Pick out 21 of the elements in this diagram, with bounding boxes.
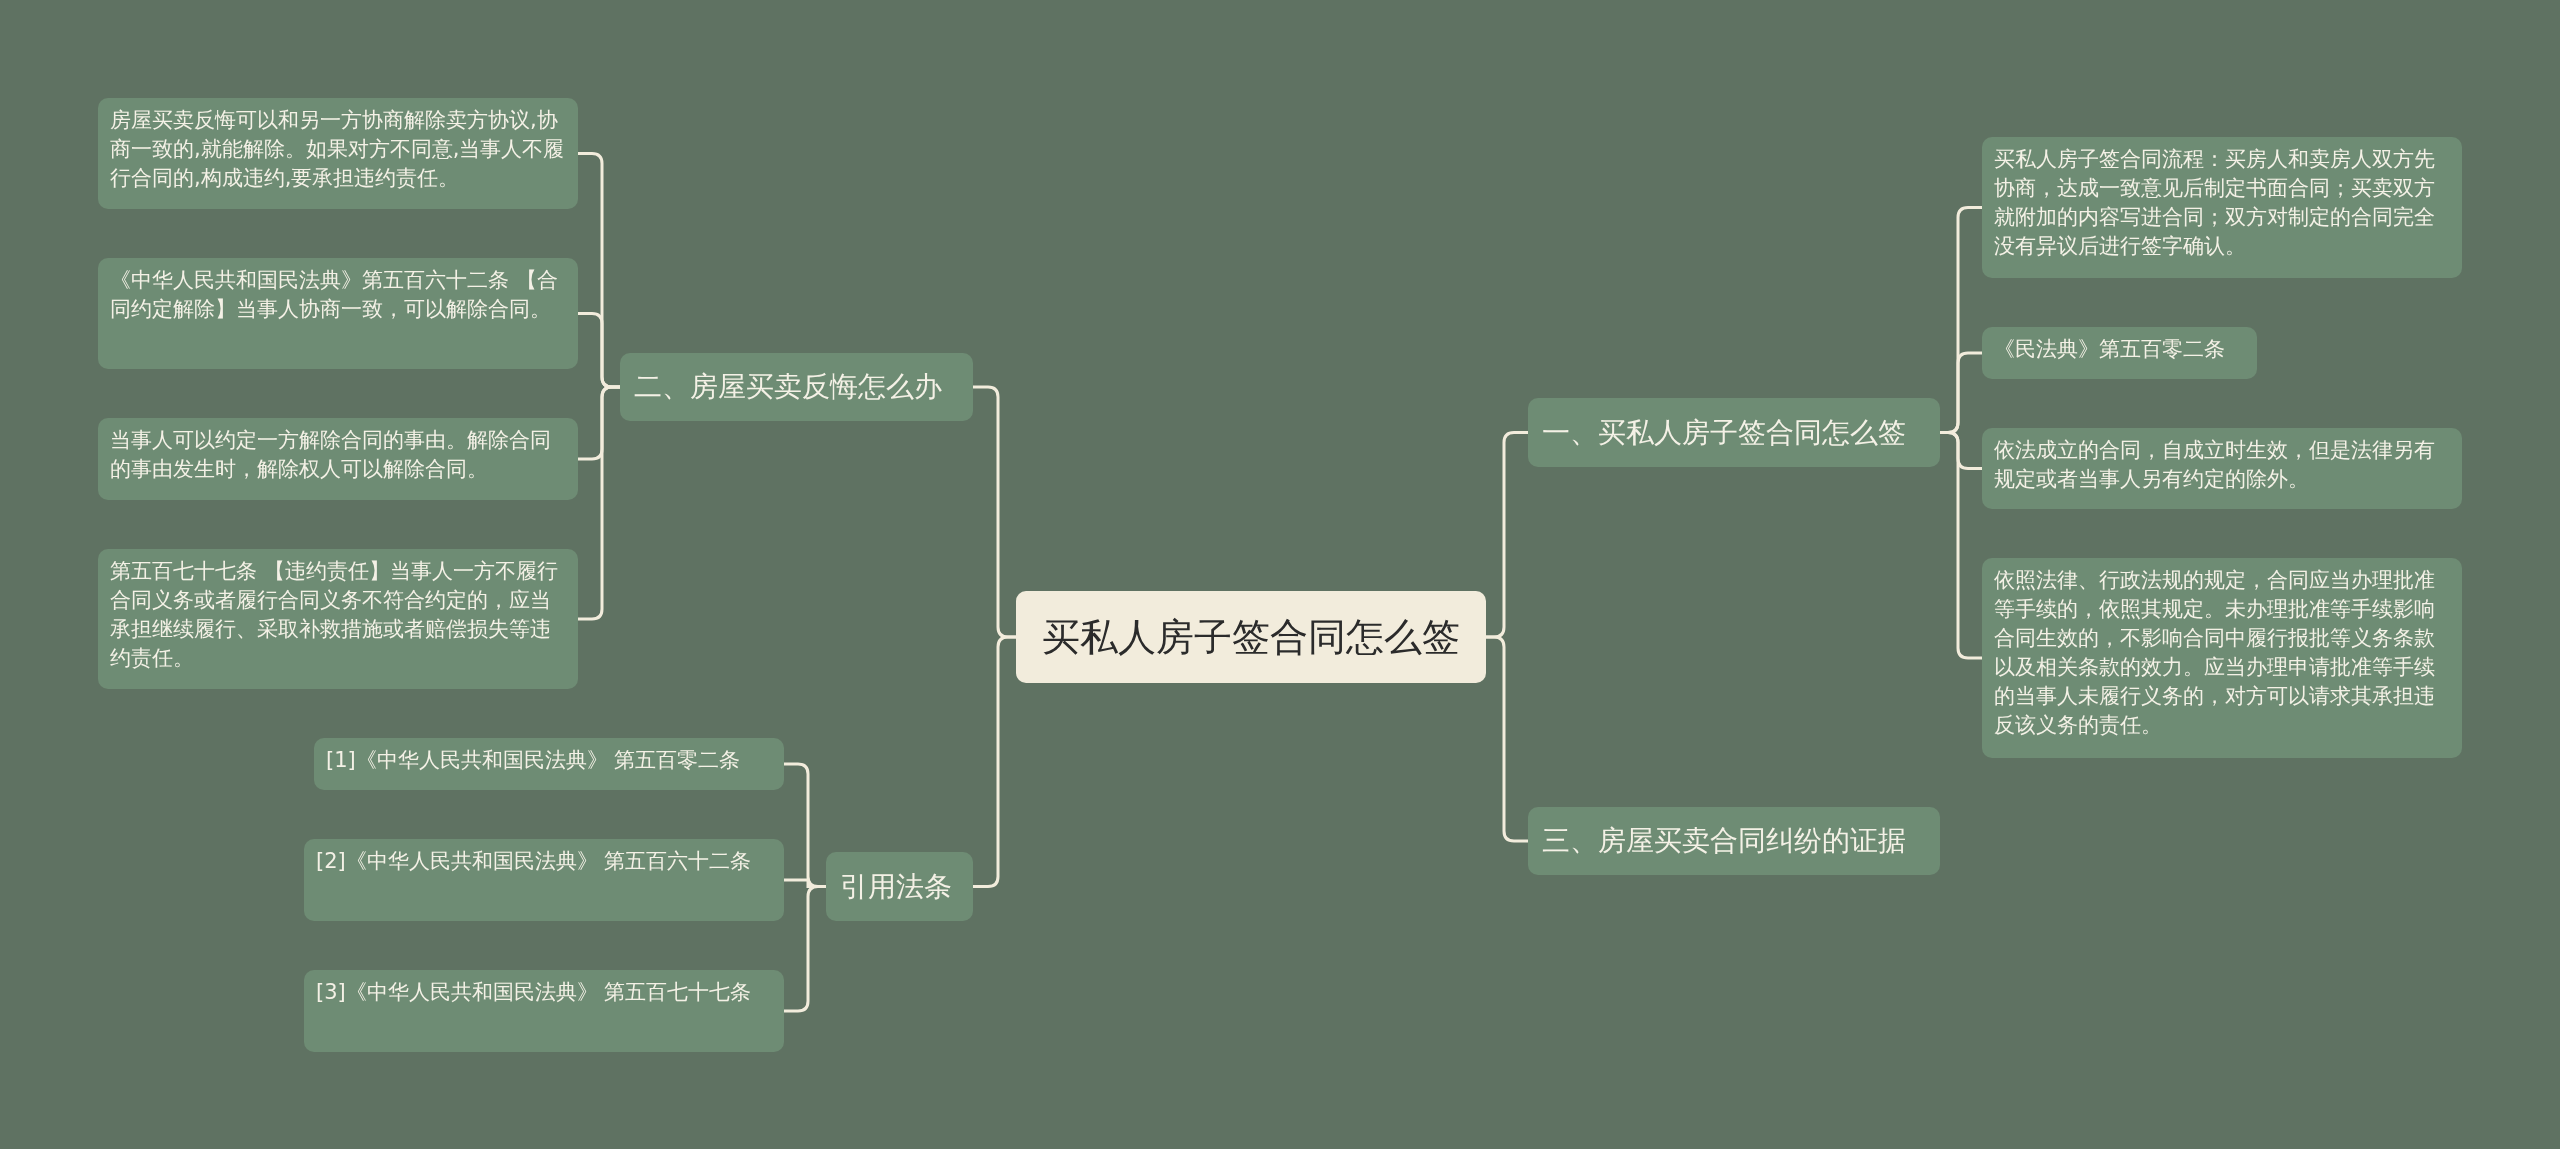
connector-line bbox=[1940, 431, 1982, 660]
leaf-topic-card: 第五百七十七条 【违约责任】当事人一方不履行合同义务或者履行合同义务不符合约定的，应当承担继续履行、采取补救措施或者赔偿损失等违约责任。 bbox=[98, 549, 578, 689]
leaf-topic-card: [1]《中华人民共和国民法典》 第五百零二条 bbox=[314, 738, 784, 790]
leaf-topic-card: 依照法律、行政法规的规定，合同应当办理批准等手续的，依照其规定。未办理批准等手续影响合同生效的，不影响合同中履行报批等义务条款以及相关条款的效力。应当办理申请批准等手续的当事人未履行义务的，对方可以请求其承担违反该义务的责任。 bbox=[1982, 558, 2462, 758]
leaf-topic-card: 房屋买卖反悔可以和另一方协商解除卖方协议,协商一致的,就能解除。如果对方不同意,当事人不履行合同的,构成违约,要承担违约责任。 bbox=[98, 98, 578, 209]
connector-line bbox=[784, 885, 826, 1013]
leaf-topic-card: 买私人房子签合同流程：买房人和卖房人双方先协商，达成一致意见后制定书面合同；买卖双方就附加的内容写进合同；双方对制定的合同完全没有异议后进行签字确认。 bbox=[1982, 137, 2462, 278]
leaf-topic-card: [2]《中华人民共和国民法典》 第五百六十二条 bbox=[304, 839, 784, 921]
leaf-topic-card: 《民法典》第五百零二条 bbox=[1982, 327, 2257, 379]
leaf-topic-card: 依法成立的合同，自成立时生效，但是法律另有规定或者当事人另有约定的除外。 bbox=[1982, 428, 2462, 509]
leaf-topic-card: [3]《中华人民共和国民法典》 第五百七十七条 bbox=[304, 970, 784, 1052]
connector-line bbox=[973, 635, 1016, 888]
connector-line bbox=[1486, 635, 1528, 843]
leaf-topic-card: 当事人可以约定一方解除合同的事由。解除合同的事由发生时，解除权人可以解除合同。 bbox=[98, 418, 578, 500]
connector-line bbox=[578, 385, 620, 621]
branch-topic-card: 三、房屋买卖合同纠纷的证据 bbox=[1528, 807, 1940, 875]
leaf-topic-card: 《中华人民共和国民法典》第五百六十二条 【合同约定解除】当事人协商一致，可以解除合同。 bbox=[98, 258, 578, 369]
branch-topic-card: 一、买私人房子签合同怎么签 bbox=[1528, 398, 1940, 467]
branch-topic-card: 二、房屋买卖反悔怎么办 bbox=[620, 353, 973, 421]
branch-topic-card: 引用法条 bbox=[826, 852, 973, 921]
central-topic-card: 买私人房子签合同怎么签 bbox=[1016, 591, 1486, 683]
